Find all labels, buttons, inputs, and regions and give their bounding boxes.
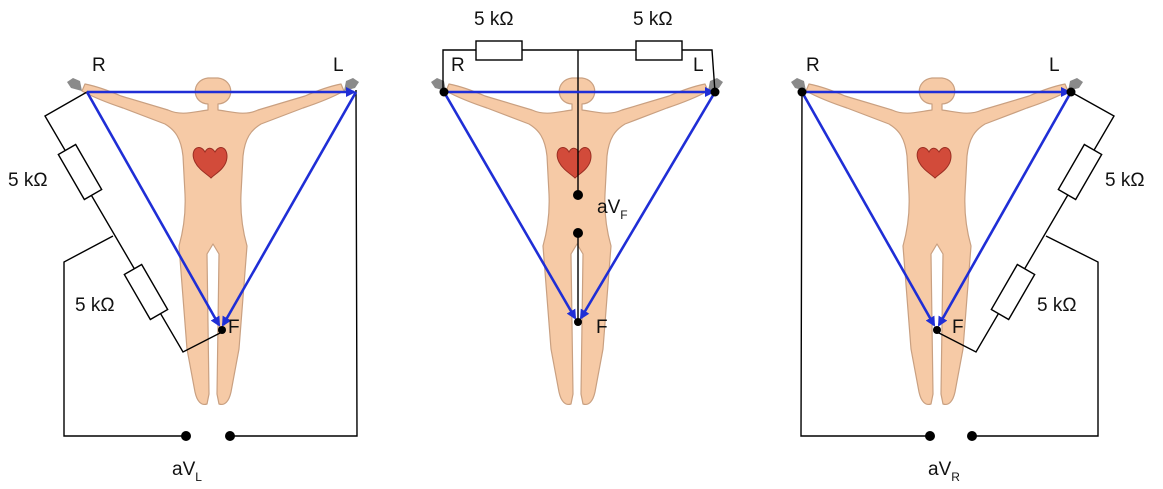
label-r: R bbox=[92, 55, 106, 76]
diagram-avl bbox=[44, 77, 360, 441]
label-f: F bbox=[952, 317, 964, 338]
label-r: R bbox=[806, 55, 820, 76]
electrode-l bbox=[1066, 87, 1076, 97]
body-figure bbox=[430, 77, 724, 406]
resistor bbox=[1057, 143, 1103, 201]
electrode-r bbox=[439, 87, 449, 97]
body-figure bbox=[790, 77, 1084, 406]
terminal bbox=[573, 228, 583, 238]
resistor bbox=[635, 40, 683, 61]
label-l: L bbox=[1049, 55, 1060, 76]
terminal bbox=[925, 431, 935, 441]
label-l: L bbox=[333, 55, 344, 76]
resistor-label: 5 kΩ bbox=[75, 295, 115, 316]
resistor-label: 5 kΩ bbox=[1105, 170, 1145, 191]
label-r: R bbox=[451, 55, 465, 76]
circuit-wires bbox=[442, 49, 716, 322]
electrode-l bbox=[710, 87, 720, 97]
resistor bbox=[57, 143, 103, 201]
label-f: F bbox=[596, 317, 608, 338]
electrode-f bbox=[218, 326, 226, 334]
resistor-label: 5 kΩ bbox=[1037, 295, 1077, 316]
label-l: L bbox=[693, 55, 704, 76]
lead-label: aVR bbox=[928, 459, 960, 484]
einthoven-triangle bbox=[85, 87, 358, 327]
resistor-label: 5 kΩ bbox=[633, 9, 673, 30]
resistor bbox=[475, 40, 523, 61]
resistor bbox=[123, 263, 169, 321]
body-figure bbox=[66, 77, 360, 406]
electrode-r bbox=[797, 87, 807, 97]
terminal bbox=[573, 190, 583, 200]
einthoven-triangle bbox=[800, 87, 1073, 327]
diagram-avf bbox=[430, 40, 724, 406]
terminal bbox=[967, 431, 977, 441]
lead-label: aVL bbox=[172, 459, 202, 484]
resistor-label: 5 kΩ bbox=[8, 170, 48, 191]
terminal bbox=[225, 431, 235, 441]
resistor bbox=[990, 263, 1036, 321]
electrode-f bbox=[933, 326, 941, 334]
circuit-wires bbox=[800, 89, 1115, 437]
lead-label: aVF bbox=[597, 197, 628, 222]
resistor-label: 5 kΩ bbox=[474, 9, 514, 30]
terminal bbox=[181, 431, 191, 441]
einthoven-triangle bbox=[442, 87, 717, 320]
electrode-f bbox=[574, 318, 582, 326]
label-f: F bbox=[228, 317, 240, 338]
circuit-wires bbox=[44, 89, 358, 437]
diagram-avr bbox=[790, 77, 1115, 441]
